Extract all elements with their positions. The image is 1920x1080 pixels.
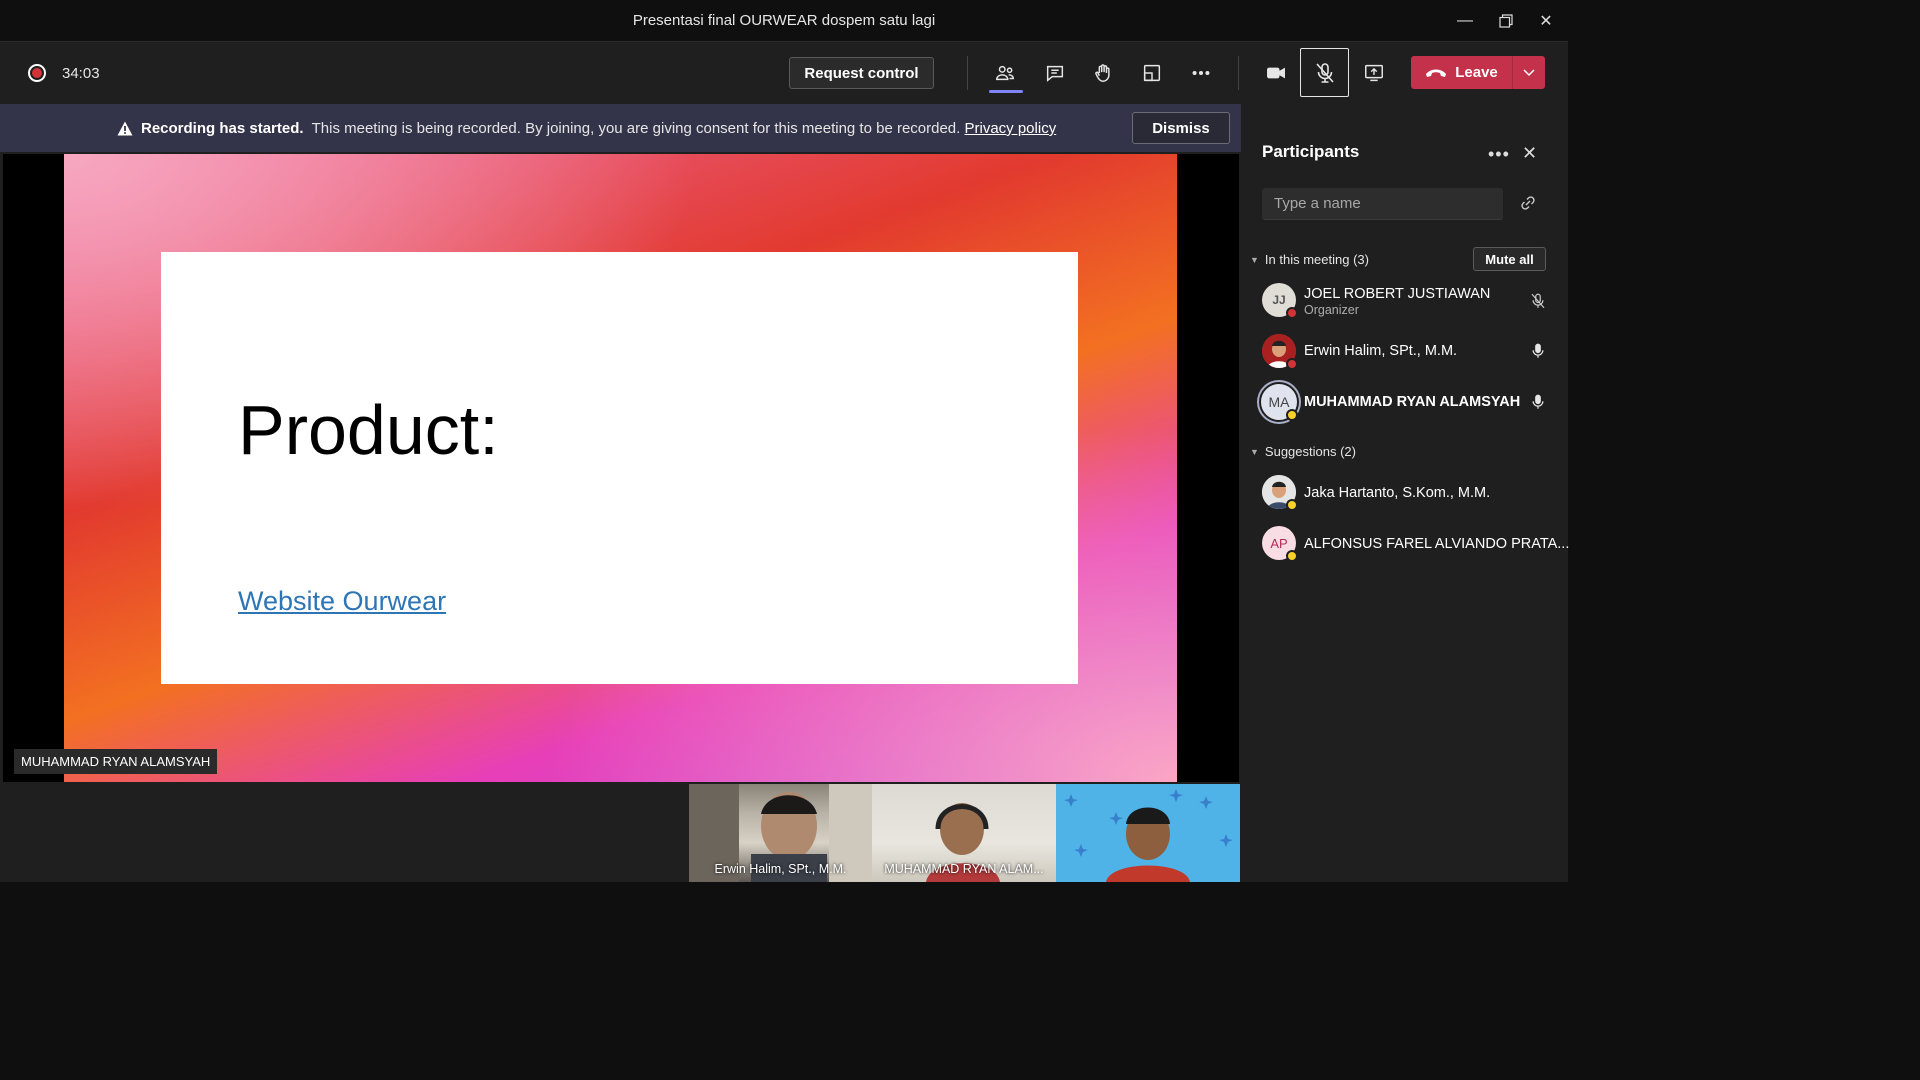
participant-role: Organizer	[1304, 303, 1359, 317]
video-tile[interactable]	[1056, 784, 1240, 882]
recording-bold-text: Recording has started.	[141, 120, 304, 137]
raise-hand-icon[interactable]	[1085, 56, 1121, 90]
recording-message: Recording has started. This meeting is b…	[141, 120, 1056, 137]
participant-row[interactable]: Erwin Halim, SPt., M.M.	[1241, 329, 1568, 375]
participant-video	[1064, 789, 1233, 882]
toolbar-divider	[967, 56, 968, 90]
video-tile[interactable]: MUHAMMAD RYAN ALAM...	[872, 784, 1056, 882]
presenter-name-label: MUHAMMAD RYAN ALAMSYAH	[14, 749, 218, 774]
hang-up-icon	[1426, 69, 1447, 77]
participant-name: JOEL ROBERT JUSTIAWAN	[1304, 286, 1491, 302]
teams-meeting-window: Presentasi final OURWEAR dospem satu lag…	[0, 0, 1570, 882]
slide-title: Product:	[238, 391, 499, 469]
participant-video	[926, 803, 1000, 882]
suggestions-label: Suggestions (2)	[1264, 444, 1356, 459]
status-badge	[1286, 358, 1298, 370]
camera-icon[interactable]	[1258, 56, 1294, 90]
participant-name: Jaka Hartanto, S.Kom., M.M.	[1304, 485, 1491, 501]
leave-button[interactable]: Leave	[1411, 56, 1545, 89]
suggestion-row[interactable]: AP ALFONSUS FAREL ALVIANDO PRATA...	[1241, 521, 1570, 567]
mute-all-button[interactable]: Mute all	[1473, 247, 1546, 271]
close-window-icon[interactable]: ✕	[1539, 13, 1553, 30]
status-badge	[1286, 550, 1298, 562]
avatar	[1262, 334, 1296, 368]
participants-panel: Participants ••• ✕ ▼ In this meeting (3)…	[1241, 104, 1570, 882]
caret-down-icon: ▼	[1250, 254, 1259, 265]
participant-name: MUHAMMAD RYAN ALAMSYAH	[1304, 394, 1521, 410]
participants-icon[interactable]	[987, 56, 1023, 90]
suggestion-row[interactable]: Jaka Hartanto, S.Kom., M.M.	[1241, 470, 1568, 516]
presentation-slide: Product: Website Ourwear	[64, 154, 1177, 782]
toolbar-divider	[1238, 56, 1239, 90]
room-view-icon[interactable]	[1134, 56, 1170, 90]
close-panel-icon[interactable]: ✕	[1522, 143, 1538, 163]
meeting-toolbar: 34:03 Request control	[0, 42, 1568, 104]
meeting-timer: 34:03	[62, 65, 100, 82]
caret-down-icon: ▼	[1250, 446, 1259, 457]
panel-title: Participants	[1262, 142, 1360, 161]
active-tab-indicator	[989, 90, 1023, 93]
title-bar: Presentasi final OURWEAR dospem satu lag…	[0, 0, 1568, 42]
more-actions-icon[interactable]	[1183, 56, 1219, 90]
recording-consent-text: This meeting is being recorded. By joini…	[311, 120, 961, 137]
mic-off-icon	[1315, 62, 1334, 83]
mic-icon	[1532, 394, 1544, 409]
participant-row[interactable]: JJ JOEL ROBERT JUSTIAWAN Organizer	[1241, 278, 1568, 324]
panel-more-icon[interactable]: •••	[1488, 144, 1510, 164]
mute-microphone-button[interactable]	[1300, 48, 1349, 97]
mic-off-icon	[1531, 293, 1545, 309]
status-badge	[1286, 499, 1298, 511]
participant-name: Erwin Halim, SPt., M.M.	[1304, 343, 1458, 359]
slide-content-box: Product: Website Ourwear	[161, 252, 1078, 684]
privacy-policy-link[interactable]: Privacy policy	[964, 120, 1057, 137]
slide-website-link[interactable]: Website Ourwear	[238, 586, 447, 616]
chevron-down-icon[interactable]	[1513, 56, 1545, 89]
warning-icon	[117, 121, 133, 136]
dismiss-button[interactable]: Dismiss	[1132, 112, 1230, 144]
video-tile-name: MUHAMMAD RYAN ALAM...	[884, 862, 1044, 876]
recording-banner: Recording has started. This meeting is b…	[0, 104, 1241, 152]
request-control-button[interactable]: Request control	[789, 57, 934, 89]
window-title: Presentasi final OURWEAR dospem satu lag…	[632, 12, 936, 29]
video-tile[interactable]: Erwin Halim, SPt., M.M.	[689, 784, 872, 882]
leave-main-button[interactable]: Leave	[1411, 56, 1513, 89]
mic-icon	[1532, 343, 1544, 358]
participant-video	[689, 784, 872, 882]
participant-search-input[interactable]	[1262, 188, 1503, 220]
participant-row[interactable]: MA MUHAMMAD RYAN ALAMSYAH	[1241, 380, 1568, 426]
participant-name: ALFONSUS FAREL ALVIANDO PRATA...	[1304, 536, 1570, 552]
video-tile-name: Erwin Halim, SPt., M.M.	[714, 862, 847, 876]
leave-label: Leave	[1455, 64, 1498, 81]
shared-screen-stage: Product: Website Ourwear MUHAMMAD RYAN A…	[3, 154, 1239, 782]
in-meeting-section-header[interactable]: ▼ In this meeting (3)	[1250, 252, 1369, 267]
restore-icon[interactable]	[1486, 6, 1526, 36]
recording-indicator-icon	[28, 64, 46, 82]
in-meeting-label: In this meeting (3)	[1264, 252, 1369, 267]
share-link-icon[interactable]	[1519, 194, 1537, 212]
chat-icon[interactable]	[1037, 56, 1073, 90]
share-screen-icon[interactable]	[1356, 56, 1392, 90]
status-badge	[1286, 307, 1298, 319]
status-badge	[1286, 409, 1298, 421]
minimize-icon[interactable]: —	[1457, 12, 1473, 29]
suggestions-section-header[interactable]: ▼ Suggestions (2)	[1250, 444, 1356, 459]
